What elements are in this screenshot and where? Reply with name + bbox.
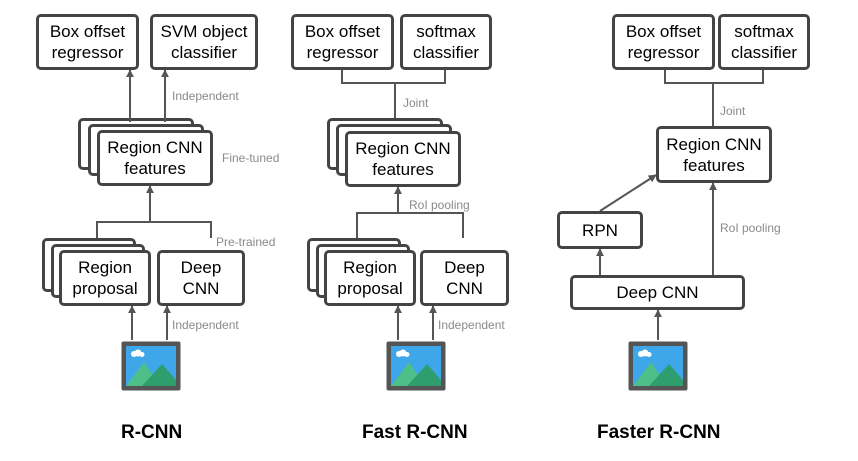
rcnn-label-pre-trained: Pre-trained [216, 235, 276, 249]
rcnn-label-independent-bottom: Independent [172, 318, 239, 332]
fast-merge-to-features [356, 212, 464, 238]
rcnn-title: R-CNN [121, 422, 183, 443]
faster-region-cnn-features: Region CNN features [656, 126, 772, 183]
fast-title: Fast R-CNN [362, 422, 468, 443]
faster-box-offset-regressor: Box offset regressor [612, 14, 715, 70]
rcnn-region-proposal: Region proposal [59, 250, 151, 306]
rcnn-svm-classifier: SVM object classifier [150, 14, 258, 70]
faster-label-roi-pooling: RoI pooling [720, 221, 781, 235]
faster-title: Faster R-CNN [597, 422, 721, 443]
rcnn-region-cnn-features: Region CNN features [97, 130, 213, 186]
rcnn-label-independent-top: Independent [172, 89, 239, 103]
rcnn-image-icon [121, 341, 181, 391]
fast-split-to-outputs [341, 70, 446, 84]
fast-image-icon [386, 341, 446, 391]
fast-label-joint: Joint [403, 96, 429, 110]
faster-split-to-outputs [664, 70, 764, 84]
rcnn-deep-cnn: Deep CNN [157, 250, 245, 306]
fast-label-roi-pooling: RoI pooling [409, 198, 470, 212]
rcnn-label-fine-tuned: Fine-tuned [222, 151, 280, 165]
faster-label-joint: Joint [720, 104, 746, 118]
rcnn-merge-to-features [96, 221, 212, 238]
fast-softmax-classifier: softmax classifier [400, 14, 492, 70]
faster-arrow-rpn-to-features [599, 174, 657, 212]
fast-region-proposal: Region proposal [324, 250, 416, 306]
faster-deep-cnn: Deep CNN [570, 275, 745, 310]
faster-softmax-classifier: softmax classifier [718, 14, 810, 70]
fast-region-cnn-features: Region CNN features [345, 131, 461, 187]
fast-label-independent: Independent [438, 318, 505, 332]
faster-rpn: RPN [557, 211, 643, 249]
faster-image-icon [628, 341, 688, 391]
fast-box-offset-regressor: Box offset regressor [291, 14, 394, 70]
fast-deep-cnn: Deep CNN [420, 250, 509, 306]
rcnn-box-offset-regressor: Box offset regressor [36, 14, 139, 70]
